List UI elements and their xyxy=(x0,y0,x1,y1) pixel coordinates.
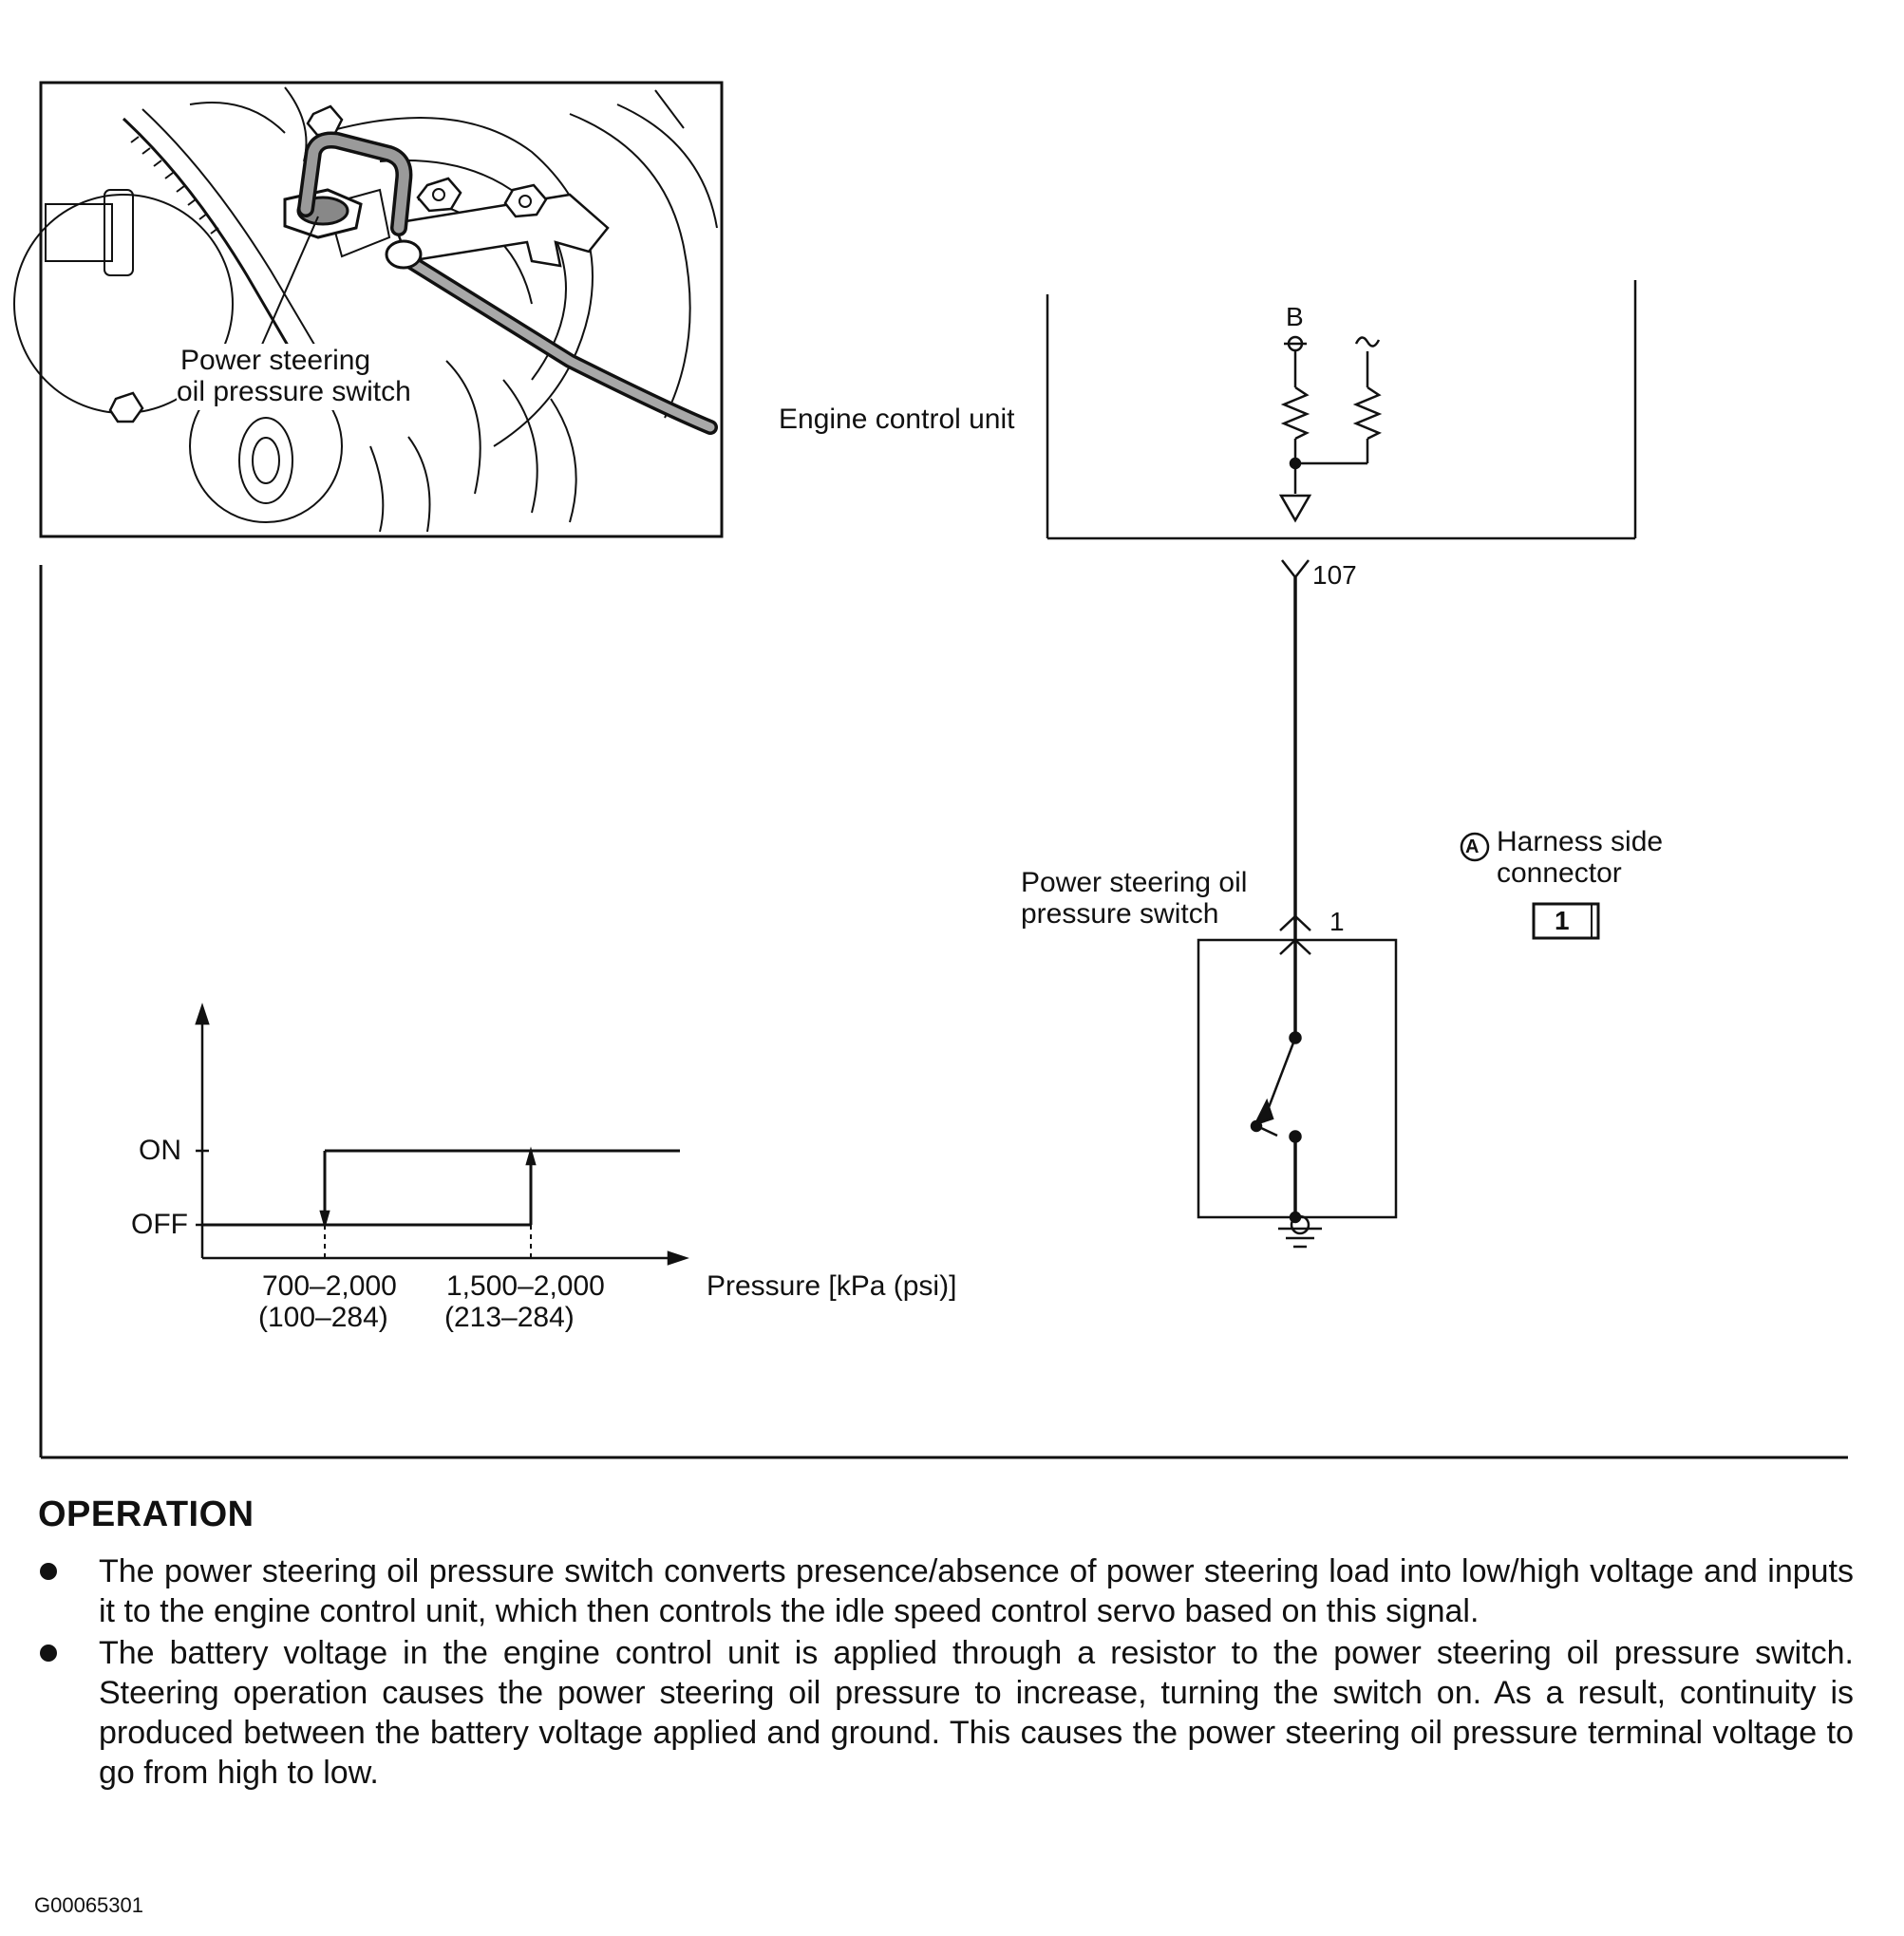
graph-x-tick-1-psi: (100–284) xyxy=(258,1302,388,1333)
bullet-dot xyxy=(40,1563,57,1580)
graph-x-tick-1-kpa: 700–2,000 xyxy=(262,1270,397,1302)
figure-code: G00065301 xyxy=(34,1893,143,1917)
switch-callout-line-2: oil pressure switch xyxy=(177,376,411,407)
bullet-text: The power steering oil pressure switch c… xyxy=(99,1553,1854,1629)
circuit-schematic xyxy=(1046,280,1637,1249)
connector-label-line-1: Harness side xyxy=(1497,826,1664,857)
bullet-dot xyxy=(40,1645,57,1662)
switch-terminal-label: 1 xyxy=(1329,907,1345,936)
panel-frame xyxy=(39,565,1848,1459)
graph-tick-off: OFF xyxy=(131,1209,188,1240)
figure-artwork xyxy=(13,81,1848,1459)
switching-graph xyxy=(195,1003,689,1266)
bullet-text: The battery voltage in the engine contro… xyxy=(99,1635,1854,1791)
connector-pin-number: 1 xyxy=(1555,906,1570,935)
connector-marker: A xyxy=(1465,836,1480,857)
graph-x-tick-2-kpa: 1,500–2,000 xyxy=(446,1270,605,1302)
section-heading: OPERATION xyxy=(38,1494,254,1534)
bullet-item: The battery voltage in the engine contro… xyxy=(38,1633,1854,1793)
graph-x-axis-label: Pressure [kPa (psi)] xyxy=(707,1270,957,1302)
battery-terminal-label: B xyxy=(1286,302,1304,331)
connector-label-line-2: connector xyxy=(1497,857,1622,889)
graph-x-tick-2-psi: (213–284) xyxy=(444,1302,575,1333)
switch-label-line-1: Power steering oil xyxy=(1021,867,1248,898)
switch-callout-line-1: Power steering xyxy=(180,345,371,376)
operation-bullet-list: The power steering oil pressure switch c… xyxy=(38,1551,1854,1795)
switch-label-line-2: pressure switch xyxy=(1021,898,1219,930)
graph-tick-on: ON xyxy=(139,1135,181,1166)
switch-location-illustration xyxy=(13,81,724,538)
ecu-label: Engine control unit xyxy=(779,404,1015,435)
ecu-terminal-label: 107 xyxy=(1312,560,1357,590)
bullet-item: The power steering oil pressure switch c… xyxy=(38,1551,1854,1631)
